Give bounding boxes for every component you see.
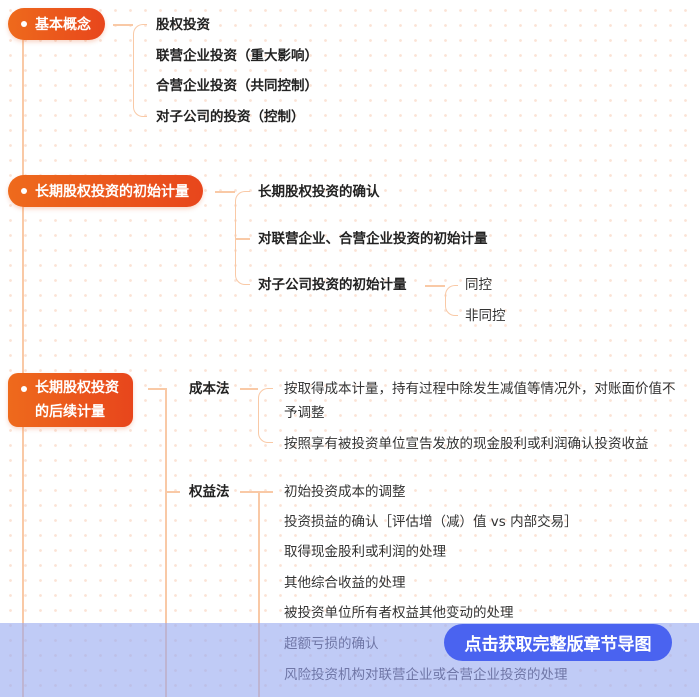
connector [113,24,133,26]
leaf-node[interactable]: 联营企业投资（重大影响） [156,48,318,64]
leaf-node[interactable]: 对子公司的投资（控制） [156,109,305,125]
connector [240,388,258,390]
node-initial-measurement[interactable]: 长期股权投资的初始计量 [8,175,203,207]
leaf-node[interactable]: 股权投资 [156,17,210,33]
node-label: 的后续计量 [35,404,105,420]
node-label: 基本概念 [35,17,91,33]
main-spine [22,38,24,697]
leaf-node[interactable]: 对联营企业、合营企业投资的初始计量 [258,231,488,247]
connector [445,285,458,316]
connector [133,24,147,117]
connector [148,388,166,390]
node-label: 长期股权投资的初始计量 [35,184,189,200]
connector [215,191,235,193]
leaf-node-continued[interactable]: 予调整 [284,405,325,421]
leaf-node[interactable]: 被投资单位所有者权益其他变动的处理 [284,605,514,621]
connector [240,491,258,493]
node-subsidiary-initial[interactable]: 对子公司投资的初始计量 [258,277,407,293]
connector [258,491,260,697]
leaf-node[interactable]: 风险投资机构对联营企业或合营企业投资的处理 [284,667,568,683]
leaf-node[interactable]: 非同控 [465,308,506,324]
leaf-node[interactable]: 投资损益的确认［评估增（减）值 vs 内部交易］ [284,514,578,530]
leaf-node[interactable]: 取得现金股利或利润的处理 [284,544,446,560]
leaf-node[interactable]: 合营企业投资（共同控制） [156,78,318,94]
node-cost-method[interactable]: 成本法 [189,381,230,397]
leaf-node[interactable]: 超额亏损的确认 [284,636,379,652]
connector [425,285,445,287]
node-label: 长期股权投资 [35,380,119,396]
get-full-mindmap-button[interactable]: 点击获取完整版章节导图 [444,624,672,661]
leaf-node[interactable]: 同控 [465,277,492,293]
node-basic-concepts[interactable]: 基本概念 [8,8,105,40]
leaf-node[interactable]: 其他综合收益的处理 [284,575,406,591]
node-equity-method[interactable]: 权益法 [189,484,230,500]
leaf-node[interactable]: 按取得成本计量，持有过程中除发生减值等情况外，对账面价值不 [284,381,676,397]
connector [258,388,273,443]
connector [165,491,180,493]
leaf-node[interactable]: 初始投资成本的调整 [284,484,406,500]
leaf-node[interactable]: 长期股权投资的确认 [258,184,380,200]
connector [235,238,250,240]
connector [258,491,273,493]
leaf-node[interactable]: 按照享有被投资单位宣告发放的现金股利或利润确认投资收益 [284,436,649,452]
node-subsequent-measurement[interactable]: 长期股权投资的后续计量 [8,373,133,427]
connector [165,388,167,697]
